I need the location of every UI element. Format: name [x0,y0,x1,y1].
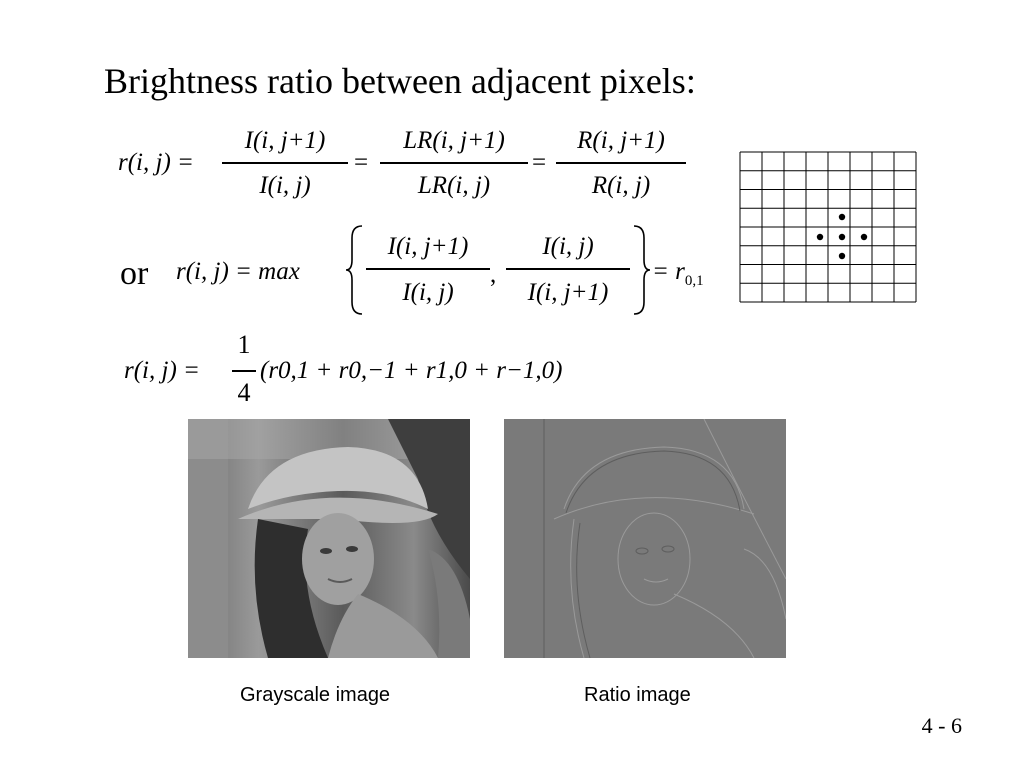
equals-sign: = [354,149,369,176]
eq2-rhs-text: = r [652,258,685,285]
eq3-numerator: 1 [237,330,251,359]
eq2-frac2-denominator: I(i, j+1) [527,279,609,306]
eq1-frac2-numerator: LR(i, j+1) [403,127,505,154]
eq3-denominator: 4 [237,378,251,407]
eq1-lhs: r(i, j) = [118,149,194,176]
page-number: 4 - 6 [921,713,962,738]
eq1-frac3-numerator: R(i, j+1) [577,127,665,154]
eq1-frac1-denominator: I(i, j) [259,172,311,199]
comma: , [490,261,497,288]
grayscale-photo-art [188,419,470,658]
equals-sign: = [532,149,547,176]
dot-top [838,213,846,221]
eq1-frac1-numerator: I(i, j+1) [244,127,326,154]
eq3-lhs: r(i, j) = [124,357,200,384]
ratio-image [504,419,786,658]
pixel-grid [739,151,917,303]
left-brace [345,225,363,315]
dot-right [860,233,868,241]
eq1-frac2-denominator: LR(i, j) [417,172,491,199]
grayscale-caption: Grayscale image [240,684,391,706]
ratio-caption: Ratio image [584,684,691,706]
dot-bottom [838,252,846,260]
eq3-terms: (r0,1 + r0,−1 + r1,0 + r−1,0) [260,357,563,384]
grayscale-image [188,419,470,658]
fraction-bar [556,162,686,164]
fraction-bar [366,268,490,270]
eq2-rhs: = r0,1 [652,259,704,289]
eq2-frac2-numerator: I(i, j) [542,233,594,260]
fraction-bar [232,370,256,372]
fraction-bar [222,162,348,164]
eq1-frac3-denominator: R(i, j) [591,172,651,199]
eq2-frac1-numerator: I(i, j+1) [387,233,469,260]
dot-center [838,233,846,241]
fraction-bar [380,162,528,164]
dot-left [816,233,824,241]
slide-title: Brightness ratio between adjacent pixels… [104,61,696,101]
right-brace [633,225,651,315]
eq2-rhs-subscript: 0,1 [684,273,704,289]
grid-lines [739,151,917,303]
ratio-photo-art [543,419,786,658]
or-label: or [120,255,149,292]
eq2-lhs: r(i, j) = max [176,258,300,285]
neighbor-dots [816,213,868,260]
eq2-frac1-denominator: I(i, j) [402,279,454,306]
fraction-bar [506,268,630,270]
